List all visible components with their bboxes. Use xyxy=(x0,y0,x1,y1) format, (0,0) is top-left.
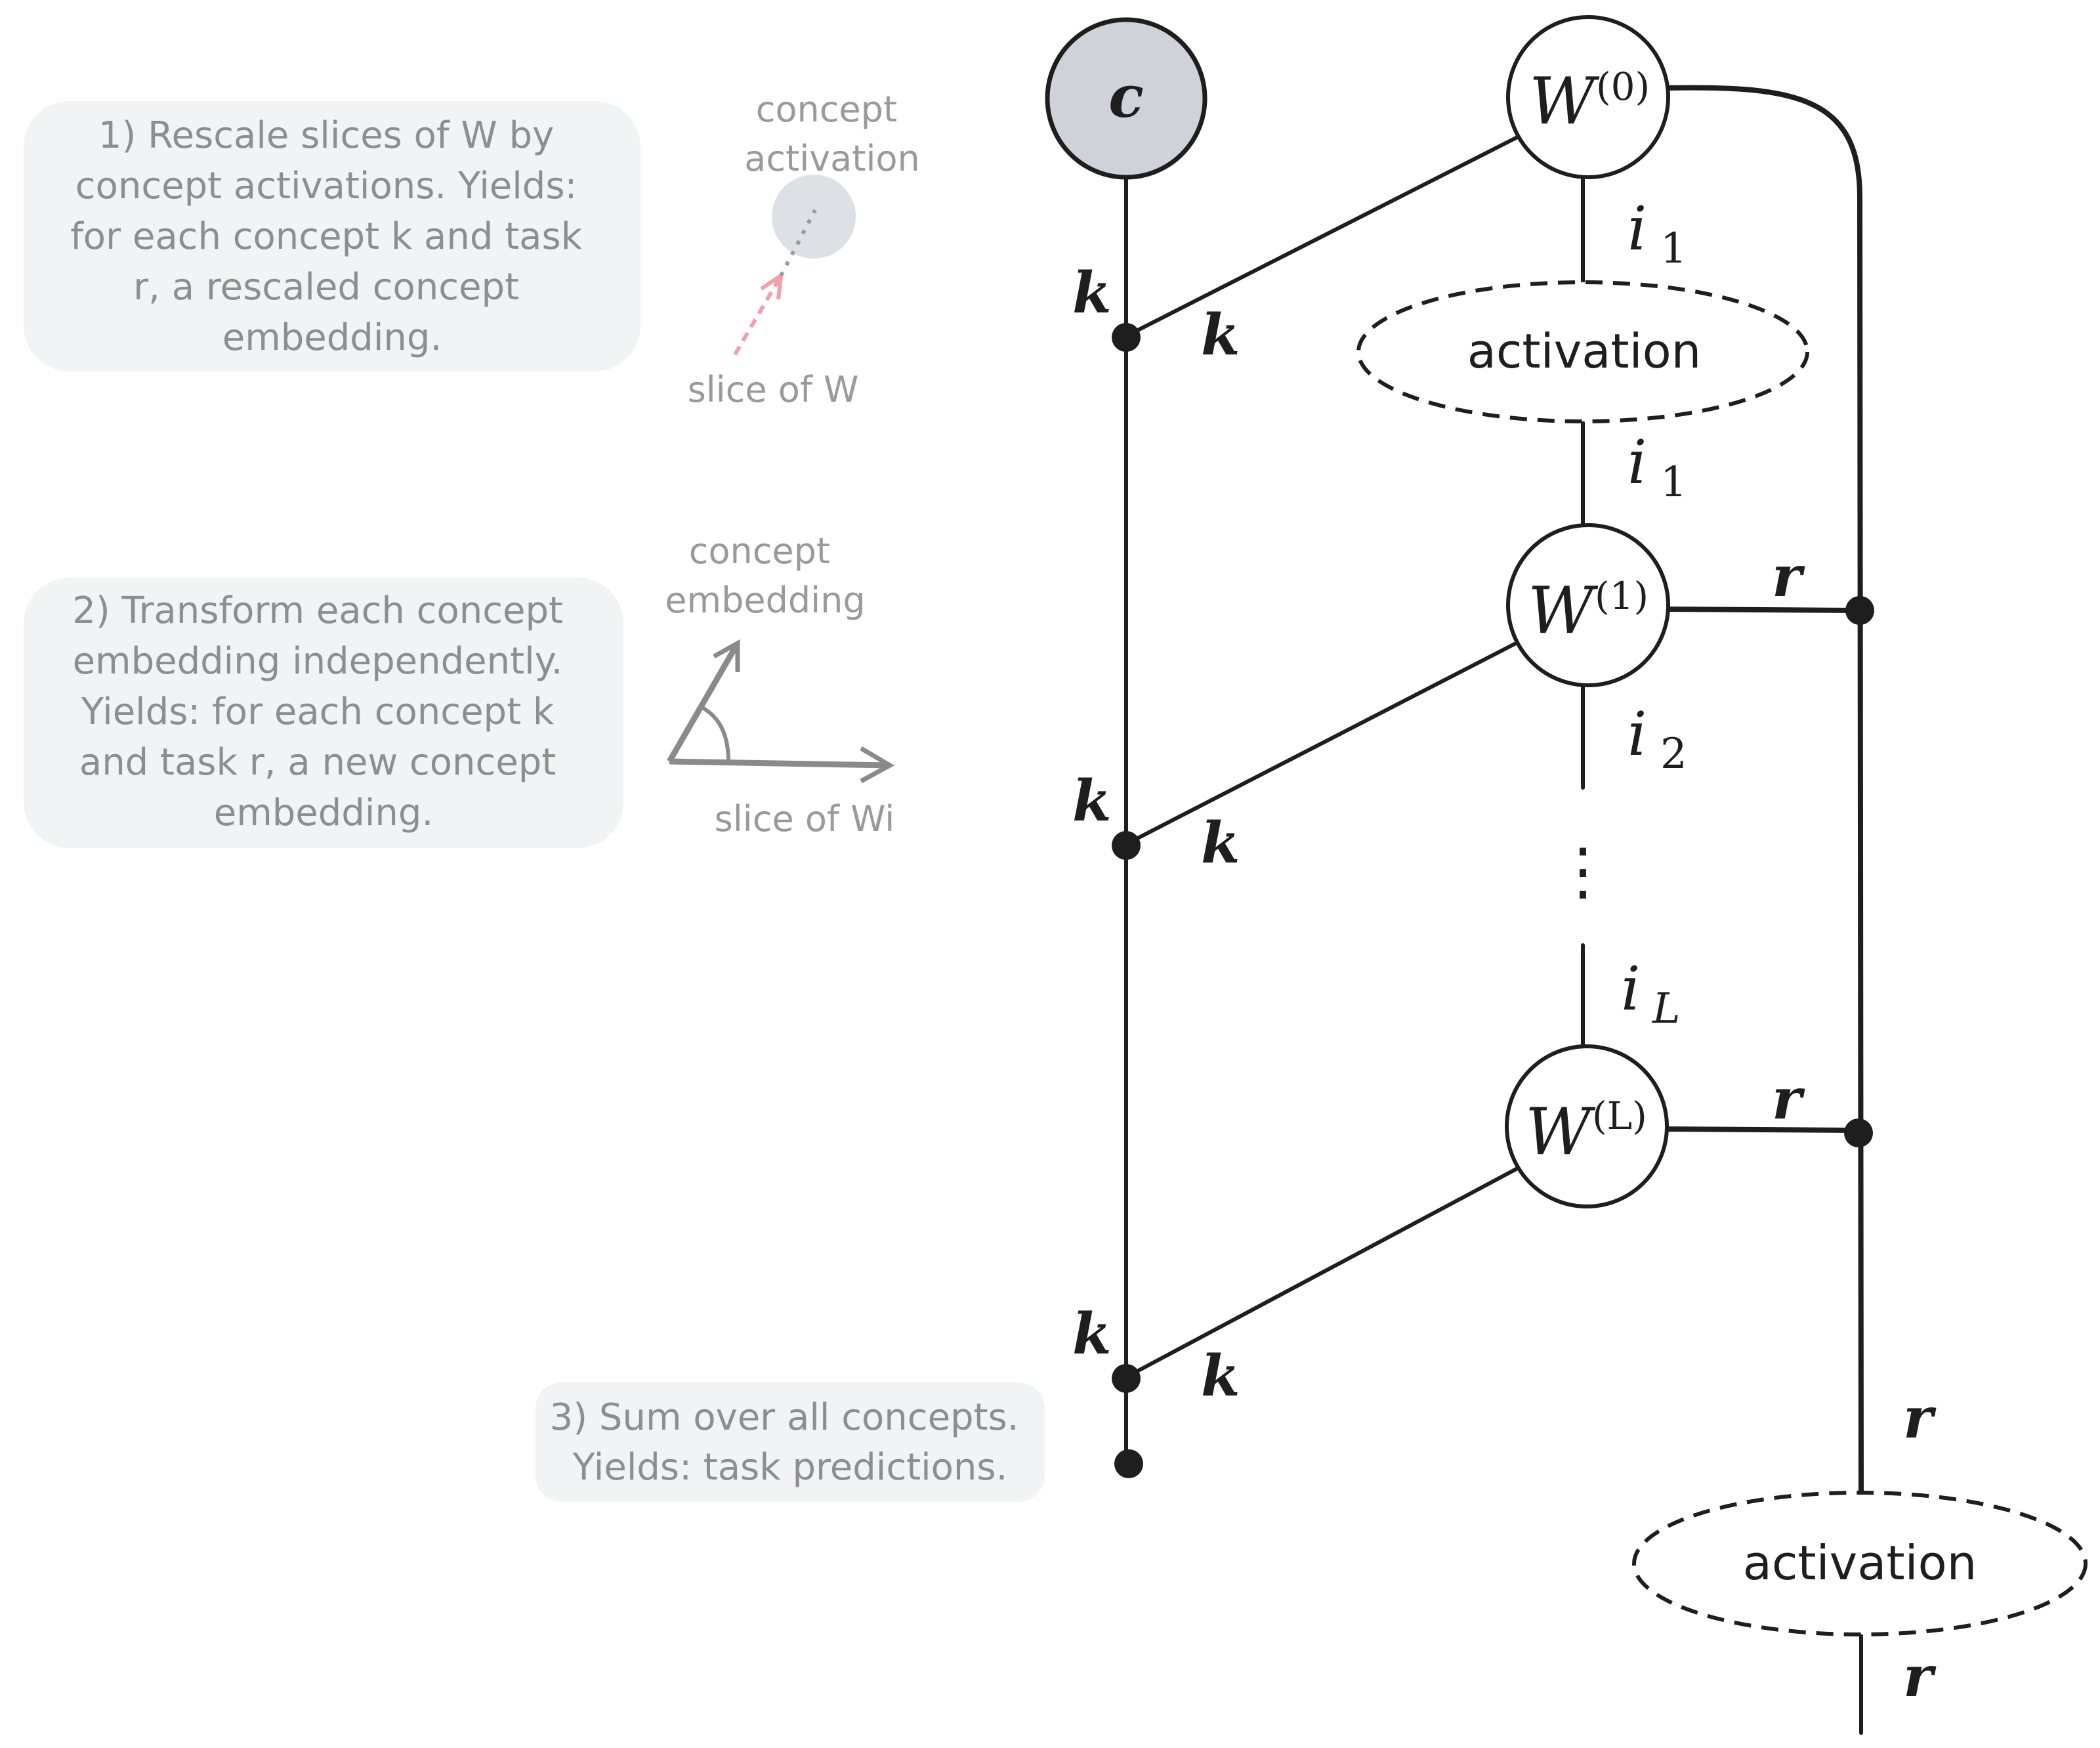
iL-sub: L xyxy=(1652,985,1681,1033)
node-c-circle xyxy=(1045,17,1208,180)
activation-ellipse xyxy=(1632,1491,2088,1636)
r-wire-from-wl xyxy=(1662,1126,1861,1133)
activation-ellipse xyxy=(1356,280,1809,423)
wires xyxy=(1124,85,1864,1735)
node-wl-sup: (L) xyxy=(1592,1094,1647,1138)
node-w0-base: W xyxy=(1529,64,1600,139)
k-wire-to-wl xyxy=(1124,1165,1522,1379)
activation-node-bottom: activation xyxy=(1632,1491,2088,1636)
i1-base: i xyxy=(1628,194,1647,264)
note-rescale: 1) Rescale slices of W by concept activa… xyxy=(24,101,640,372)
r-label: r xyxy=(1903,1385,1937,1451)
r-spine-wire xyxy=(1664,85,1864,1498)
node-w0-sup: (0) xyxy=(1596,64,1650,109)
i1-sub: 1 xyxy=(1660,458,1687,507)
r-wire-from-w1 xyxy=(1663,607,1862,613)
note-sum: 3) Sum over all concepts. Yields: task p… xyxy=(536,1382,1045,1502)
junction-dot xyxy=(1112,831,1141,860)
hint-slice-of-w-label: slice of W xyxy=(688,369,859,410)
embedding-arrow xyxy=(667,641,740,763)
k-wire-to-w0 xyxy=(1124,133,1523,338)
node-w0: W (0) xyxy=(1506,15,1670,179)
note-sum-text: 3) Sum over all concepts. Yields: task p… xyxy=(550,1396,1031,1489)
i2-label: i 2 xyxy=(1628,699,1687,778)
node-w1-base: W xyxy=(1528,574,1599,649)
i1-sub: 1 xyxy=(1660,224,1687,273)
r-label: r xyxy=(1903,1644,1937,1710)
i1-base: i xyxy=(1628,427,1647,498)
activation-label: activation xyxy=(1743,1535,1977,1590)
edge-labels: k k k k k k r r r r i 1 i 1 i 2 i L ⋮ xyxy=(1072,194,1937,1710)
scaled-arrow-dotted xyxy=(779,209,817,277)
iL-label: i L xyxy=(1621,954,1681,1033)
note-sum-box xyxy=(536,1382,1045,1502)
slice-arrow-dashed xyxy=(733,274,783,356)
hint-concept-activation-label: concept activation xyxy=(744,89,919,179)
k-label: k xyxy=(1201,1343,1240,1409)
hint-concept-embedding-label: concept embedding xyxy=(665,530,865,621)
i1-label-top: i 1 xyxy=(1628,194,1687,273)
i2-sub: 2 xyxy=(1660,730,1687,778)
node-wl-circle xyxy=(1505,1044,1669,1208)
node-w0-circle xyxy=(1506,15,1670,179)
note-transform-box xyxy=(24,578,623,848)
activation-highlight-circle xyxy=(772,175,856,259)
note-transform-text: 2) Transform each concept embedding inde… xyxy=(72,589,575,834)
junction-dot xyxy=(1845,596,1874,625)
r-label: r xyxy=(1772,544,1805,610)
node-c: c xyxy=(1045,17,1208,180)
k-label: k xyxy=(1072,1301,1112,1367)
activation-node-top: activation xyxy=(1356,280,1809,423)
k-label: k xyxy=(1072,768,1112,834)
r-label: r xyxy=(1772,1066,1805,1132)
hint-concept-embedding: concept embedding slice of Wi xyxy=(665,530,894,840)
k-label: k xyxy=(1201,810,1240,876)
junction-dot xyxy=(1112,1364,1141,1393)
embedding-arrowhead xyxy=(713,639,740,672)
junction-dot xyxy=(1114,1449,1143,1478)
node-wl-base: W xyxy=(1525,1095,1596,1170)
hint-slice-of-wi-label: slice of Wi xyxy=(715,798,895,840)
angle-arc xyxy=(701,706,730,762)
slice-of-wi-arrowhead xyxy=(860,746,895,784)
node-w1-sup: (1) xyxy=(1595,574,1648,618)
note-transform: 2) Transform each concept embedding inde… xyxy=(24,578,623,848)
node-c-label: c xyxy=(1108,62,1144,131)
junction-dot xyxy=(1844,1119,1873,1147)
junction-dot xyxy=(1112,323,1141,352)
k-label: k xyxy=(1201,302,1240,368)
node-w1-circle xyxy=(1506,523,1670,687)
slice-of-wi-arrow xyxy=(669,758,891,769)
k-label: k xyxy=(1072,260,1112,326)
node-wl: W (L) xyxy=(1505,1044,1669,1208)
node-w1: W (1) xyxy=(1506,523,1670,687)
junctions xyxy=(1112,323,1874,1478)
iL-base: i xyxy=(1621,954,1640,1024)
k-wire-to-w1 xyxy=(1124,641,1518,846)
activation-label: activation xyxy=(1467,324,1702,379)
hint-concept-activation: concept activation slice of W xyxy=(688,89,920,410)
i1-label-bottom: i 1 xyxy=(1628,427,1687,507)
note-rescale-box xyxy=(24,101,640,372)
note-rescale-text: 1) Rescale slices of W by concept activa… xyxy=(70,114,594,359)
vdots: ⋮ xyxy=(1551,834,1614,908)
i2-base: i xyxy=(1628,699,1647,769)
